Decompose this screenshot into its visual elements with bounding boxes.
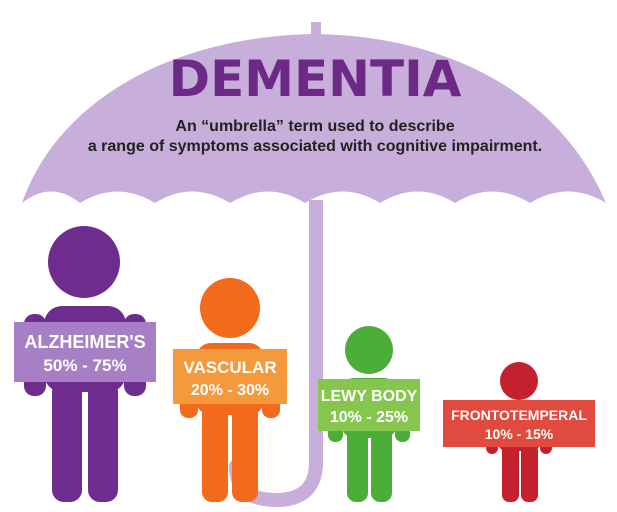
frontotemporal-range: 10% - 15% [485, 426, 554, 442]
vascular-figure: VASCULAR 20% - 30% [173, 278, 287, 502]
vascular-label: VASCULAR [183, 358, 276, 377]
page-title: DEMENTIA [169, 50, 462, 108]
person-leg-right [88, 380, 118, 502]
person-leg-left [502, 444, 519, 502]
person-leg-left [202, 404, 228, 502]
umbrella-tip [311, 22, 321, 36]
lewy-body-range: 10% - 25% [330, 409, 408, 426]
subtitle-line-2: a range of symptoms associated with cogn… [88, 138, 542, 155]
person-leg-right [371, 428, 392, 502]
vascular-range: 20% - 30% [191, 382, 269, 399]
person-leg-left [347, 428, 368, 502]
person-head [200, 278, 260, 338]
subtitle-line-1: An “umbrella” term used to describe [175, 118, 454, 135]
frontotemporal-figure: FRONTOTEMPERAL 10% - 15% [443, 362, 595, 502]
alzheimers-range: 50% - 75% [43, 356, 126, 375]
frontotemporal-sign [443, 400, 595, 447]
vascular-sign [173, 349, 287, 404]
alzheimers-figure: ALZHEIMER'S 50% - 75% [14, 226, 156, 502]
person-head [48, 226, 120, 298]
person-head [500, 362, 538, 400]
alzheimers-sign [14, 322, 156, 382]
frontotemporal-label: FRONTOTEMPERAL [451, 407, 587, 423]
person-leg-right [232, 404, 258, 502]
umbrella-canopy [22, 34, 606, 203]
alzheimers-label: ALZHEIMER'S [24, 332, 145, 352]
person-leg-left [52, 380, 82, 502]
person-head [345, 326, 393, 374]
person-leg-right [521, 444, 538, 502]
lewy-body-sign [318, 379, 420, 431]
lewy-body-figure: LEWY BODY 10% - 25% [318, 326, 420, 502]
lewy-body-label: LEWY BODY [321, 388, 418, 405]
